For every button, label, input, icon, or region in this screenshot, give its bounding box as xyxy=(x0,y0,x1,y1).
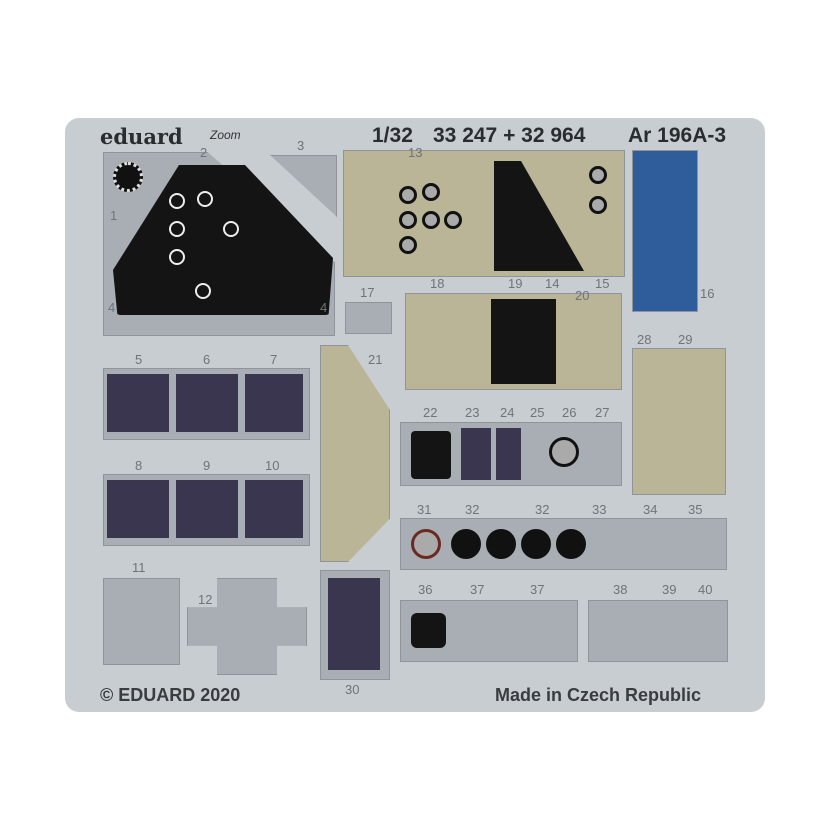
part-number: 38 xyxy=(613,582,628,597)
parts-22-27 xyxy=(400,422,622,486)
model-name: Ar 196A-3 xyxy=(628,124,727,147)
part-number: 25 xyxy=(530,405,545,420)
part-number: 21 xyxy=(368,352,383,367)
part-17 xyxy=(345,302,392,334)
part-number: 37 xyxy=(530,582,545,597)
part-number: 11 xyxy=(132,560,146,575)
part-number: 4 xyxy=(320,300,328,315)
origin-label: Made in Czech Republic xyxy=(495,685,702,705)
part-number: 29 xyxy=(678,332,693,347)
part-11 xyxy=(103,578,180,665)
part-number: 14 xyxy=(545,276,560,291)
panels-18-20 xyxy=(405,293,622,390)
part-number: 12 xyxy=(198,592,213,607)
part-number: 31 xyxy=(417,502,432,517)
part-number: 5 xyxy=(135,352,143,367)
parts-38-40 xyxy=(588,600,728,662)
scale-label: 1/32 xyxy=(372,124,413,147)
part-number: 40 xyxy=(698,582,713,597)
part-number: 4 xyxy=(108,300,116,315)
zoom-logo: Zoom xyxy=(210,128,241,142)
part-number: 2 xyxy=(200,145,208,160)
part-number: 30 xyxy=(345,682,360,697)
parts-36-37 xyxy=(400,600,578,662)
side-panels-13-15 xyxy=(343,150,625,277)
part-number: 37 xyxy=(470,582,485,597)
compass-dial xyxy=(113,162,143,192)
parts-31-35 xyxy=(400,518,727,570)
part-number: 27 xyxy=(595,405,610,420)
part-number: 1 xyxy=(110,208,118,223)
part-number: 36 xyxy=(418,582,433,597)
part-number: 35 xyxy=(688,502,703,517)
part-number: 24 xyxy=(500,405,515,420)
part-number: 33 xyxy=(592,502,607,517)
part-number: 20 xyxy=(575,288,590,303)
part-number: 7 xyxy=(270,352,278,367)
copyright: © EDUARD 2020 xyxy=(100,685,241,705)
part-number: 10 xyxy=(265,458,280,473)
part-number: 6 xyxy=(203,352,211,367)
parts-8-10 xyxy=(103,474,310,546)
part-number: 32 xyxy=(535,502,550,517)
part-number: 9 xyxy=(203,458,211,473)
part-number: 19 xyxy=(508,276,523,291)
part-number: 13 xyxy=(408,145,423,160)
brand-logo: eduard xyxy=(100,124,183,149)
part-number: 23 xyxy=(465,405,480,420)
part-number: 28 xyxy=(637,332,652,347)
parts-5-7 xyxy=(103,368,310,440)
part-number: 39 xyxy=(662,582,677,597)
part-number: 22 xyxy=(423,405,438,420)
set-numbers: 33 247 + 32 964 xyxy=(433,124,586,147)
part-number: 34 xyxy=(643,502,658,517)
part-number: 17 xyxy=(360,285,375,300)
part-number: 26 xyxy=(562,405,577,420)
part-number: 8 xyxy=(135,458,143,473)
part-30 xyxy=(320,570,390,680)
part-number: 18 xyxy=(430,276,445,291)
parts-28-29 xyxy=(632,348,726,495)
part-number: 15 xyxy=(595,276,610,291)
part-number: 3 xyxy=(297,138,305,153)
part-number: 16 xyxy=(700,286,715,301)
part-number: 32 xyxy=(465,502,480,517)
map-part-16 xyxy=(632,150,698,312)
